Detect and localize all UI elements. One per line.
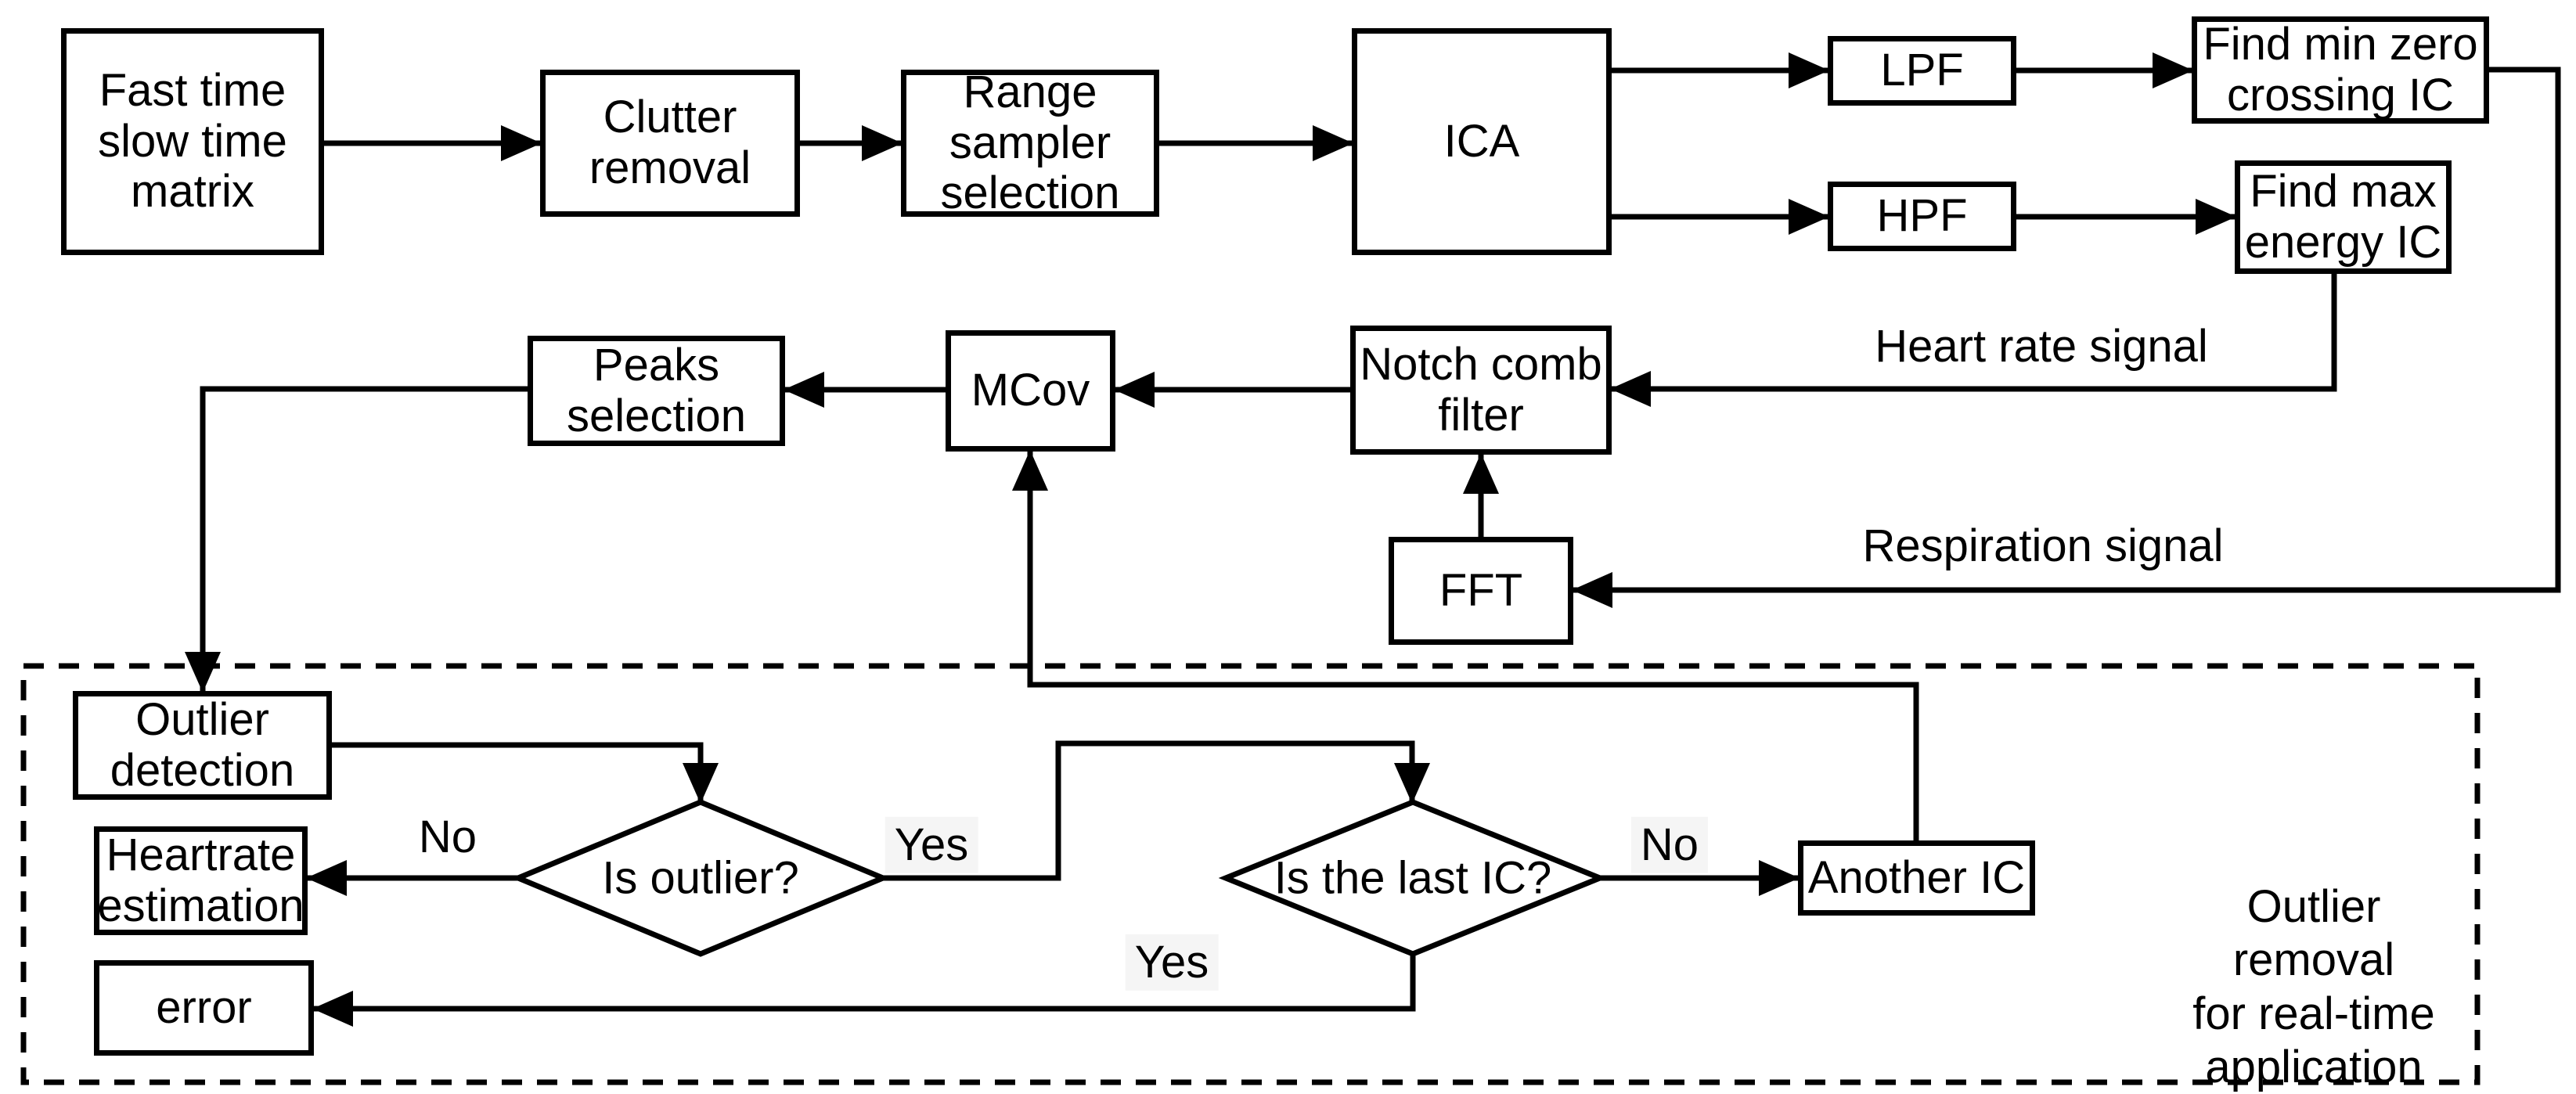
outlier-region-border (20, 663, 2481, 1085)
edge-is-last-ic-yes-to-error (312, 954, 1416, 1027)
edge-find-max-to-notch-heart-rate (1610, 274, 2337, 407)
edge-is-outlier-yes-to-is-last-ic (883, 740, 1430, 881)
node-lpf: LPF (1828, 36, 2016, 106)
node-hpf: HPF (1828, 182, 2016, 251)
node-fast-time-slow-time-matrix: Fast time slow time matrix (61, 28, 324, 255)
label-respiration-signal: Respiration signal (1862, 520, 2224, 571)
decision-is-outlier-shape (510, 799, 891, 957)
label-yes-is-last-ic: Yes (1125, 934, 1219, 991)
node-fft: FFT (1389, 537, 1573, 645)
node-mcov: MCov (946, 330, 1115, 452)
label-outlier-removal-region-caption: Outlier removal for real-time applicatio… (2192, 881, 2435, 1093)
label-heart-rate-signal: Heart rate signal (1875, 320, 2208, 372)
node-outlier-detection: Outlier detection (73, 691, 332, 800)
decision-is-last-ic-shape (1218, 799, 1608, 957)
node-peaks-selection: Peaks selection (528, 336, 785, 446)
node-clutter-removal: Clutter removal (540, 70, 800, 217)
decision-is-last-ic-label: Is the last IC? (1274, 852, 1552, 904)
edge-find-min-to-fft-respiration (1572, 67, 2561, 608)
edge-peaks-to-outlier-detection (185, 386, 528, 693)
node-ica: ICA (1352, 28, 1612, 255)
node-notch-comb-filter: Notch comb filter (1350, 326, 1612, 455)
node-find-min-zero-crossing-ic: Find min zero crossing IC (2192, 16, 2489, 124)
label-no-is-outlier: No (418, 811, 477, 862)
label-no-is-last-ic: No (1630, 816, 1709, 874)
node-range-sampler-selection: Range sampler selection (901, 67, 1159, 218)
node-error: error (94, 960, 314, 1056)
label-yes-is-outlier: Yes (884, 816, 978, 874)
node-heartrate-estimation: Heartrate estimation (94, 826, 308, 935)
node-find-max-energy-ic: Find max energy IC (2235, 160, 2452, 274)
edge-another-ic-to-mcov-loop (1012, 450, 1919, 840)
edge-outlier-detection-to-is-outlier (332, 742, 719, 804)
decision-is-outlier-label: Is outlier? (602, 852, 799, 904)
node-another-ic: Another IC (1798, 840, 2035, 916)
